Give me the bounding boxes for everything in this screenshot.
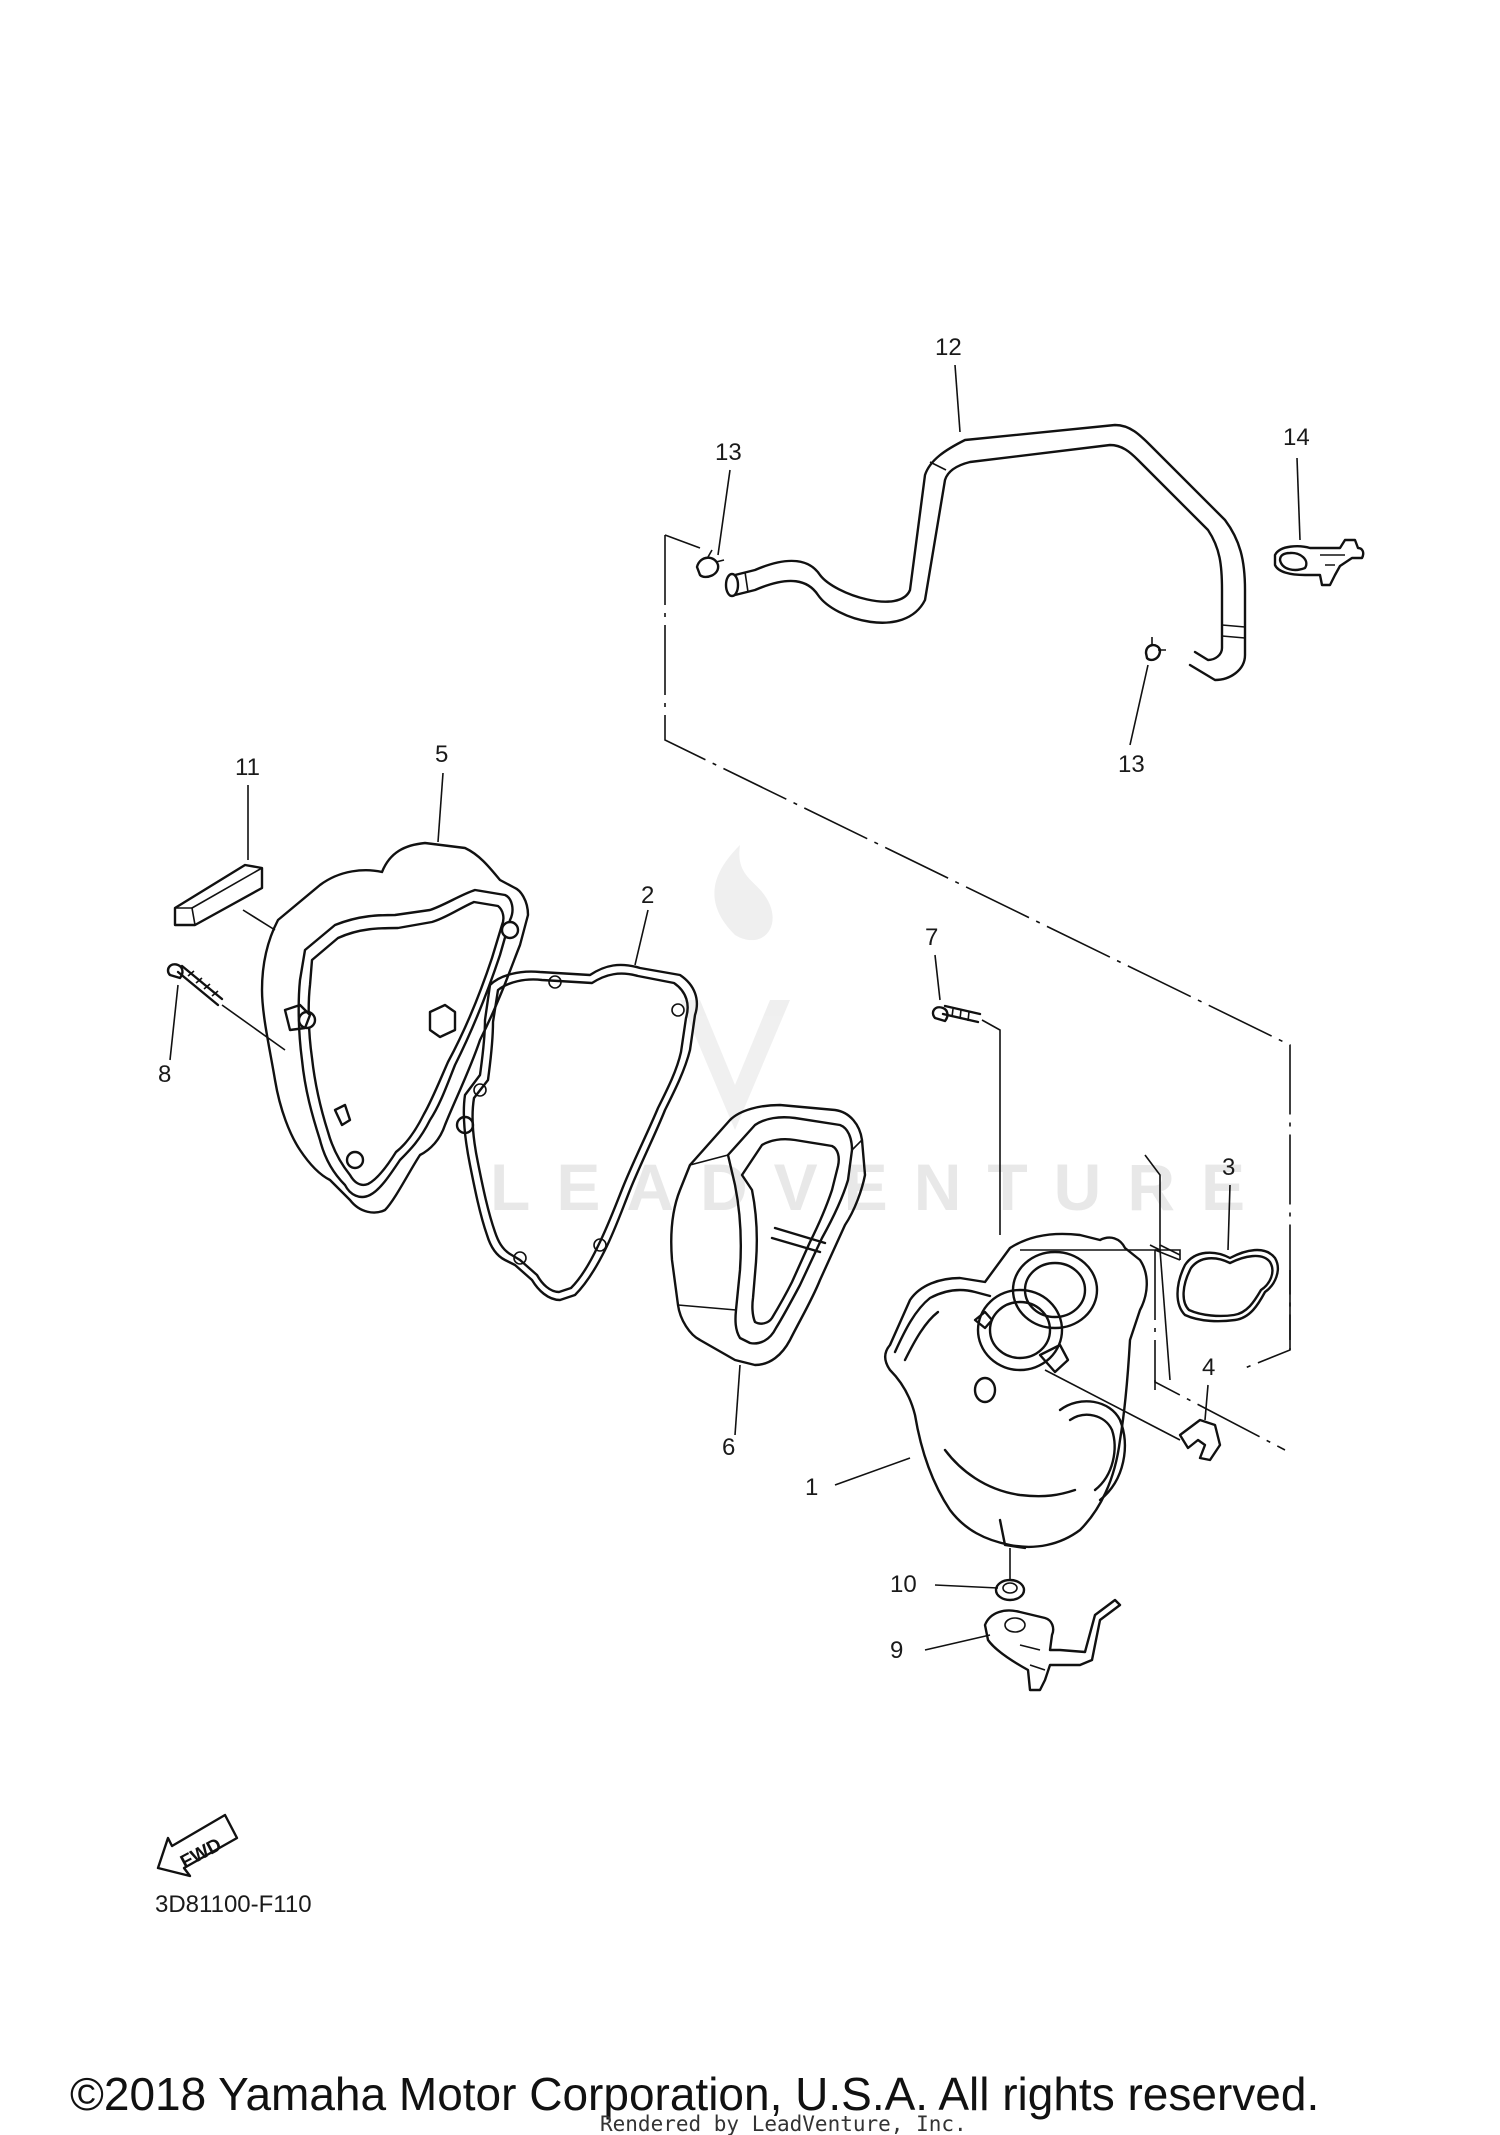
drain-grommet bbox=[994, 1548, 1026, 1602]
rendered-by-notice: Rendered by LeadVenture, Inc. bbox=[600, 2112, 967, 2135]
callout-4: 4 bbox=[1202, 1354, 1215, 1381]
hose-clip-top bbox=[695, 549, 725, 579]
callout-14: 14 bbox=[1283, 424, 1310, 451]
retaining-clip bbox=[1044, 1369, 1222, 1462]
callout-12: 12 bbox=[935, 334, 962, 361]
hose-holder bbox=[1273, 538, 1365, 587]
callout-7: 7 bbox=[925, 924, 938, 951]
forward-arrow-icon: FWD bbox=[156, 1813, 239, 1878]
air-filter-element bbox=[670, 1103, 867, 1367]
callout-2: 2 bbox=[641, 882, 654, 909]
callout-5: 5 bbox=[435, 741, 448, 768]
callout-10: 10 bbox=[890, 1571, 917, 1598]
air-cleaner-cover bbox=[260, 841, 530, 1214]
cover-screw bbox=[166, 963, 286, 1051]
sponge-pad bbox=[173, 863, 264, 927]
callout-8: 8 bbox=[158, 1061, 171, 1088]
hose-clip-bottom bbox=[1144, 637, 1166, 662]
watermark-text: LEADVENTURE bbox=[490, 1150, 1271, 1224]
cover-gasket bbox=[462, 963, 699, 1302]
breather-hose bbox=[724, 423, 1247, 682]
callout-13-top: 13 bbox=[715, 439, 742, 466]
callout-9: 9 bbox=[890, 1637, 903, 1664]
mounting-bracket bbox=[983, 1598, 1122, 1692]
diagram-code: 3D81100-F110 bbox=[155, 1891, 312, 1918]
callout-13-bottom: 13 bbox=[1118, 751, 1145, 778]
callouts: 1 2 3 4 5 6 7 8 9 10 11 12 13 13 14 bbox=[158, 334, 1310, 1664]
callout-3: 3 bbox=[1222, 1154, 1235, 1181]
callout-6: 6 bbox=[722, 1434, 735, 1461]
copyright-notice: ©2018 Yamaha Motor Corporation, U.S.A. A… bbox=[70, 2068, 1319, 2120]
callout-1: 1 bbox=[805, 1474, 818, 1501]
leadventure-watermark: LEADVENTURE bbox=[490, 845, 1271, 1224]
assembly-lines bbox=[664, 534, 1291, 1451]
leader-lines bbox=[169, 364, 1301, 1651]
case-screw bbox=[931, 1004, 1001, 1235]
callout-11: 11 bbox=[235, 754, 260, 781]
air-filter-case bbox=[883, 1232, 1148, 1550]
case-gasket bbox=[1155, 1248, 1279, 1323]
